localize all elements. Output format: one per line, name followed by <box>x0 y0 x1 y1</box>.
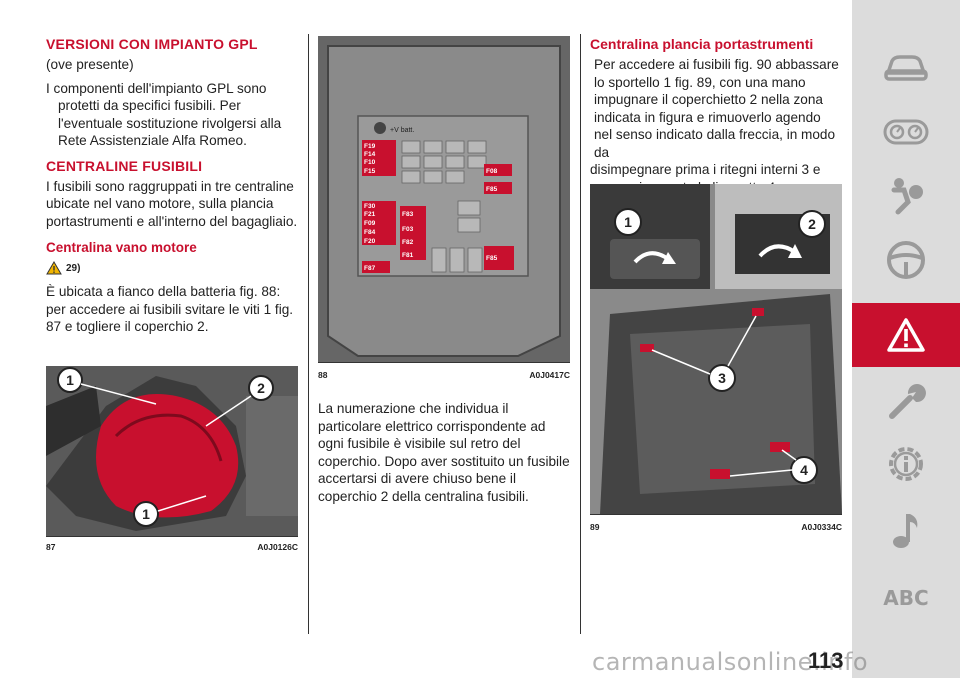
fuse-f21: F21 <box>364 211 376 218</box>
sidebar-item-emergency[interactable] <box>852 303 960 367</box>
callout-3: 3 <box>718 370 726 386</box>
subtitle-dashboard-fuse-box: Centralina plancia portastrumenti <box>590 36 814 52</box>
figure-88-number: 88 <box>318 370 328 380</box>
fuse-f83: F83 <box>402 211 414 218</box>
figure-89-code: A0J0334C <box>801 522 842 532</box>
figure-89-number: 89 <box>590 522 600 532</box>
fuse-f87: F87 <box>364 265 376 272</box>
callout-4: 4 <box>800 462 808 478</box>
callout-1: 1 <box>624 214 632 230</box>
dashboard-gauges-icon <box>883 119 929 145</box>
figure-88-caption: 88 A0J0417C <box>318 370 570 380</box>
subtitle-engine-fuse-box: Centralina vano motore <box>46 240 197 255</box>
warning-ref-number: 29) <box>66 262 81 274</box>
airbag-person-icon <box>891 178 923 215</box>
fuse-f30: F30 <box>364 203 376 210</box>
fuse-f03: F03 <box>402 226 414 233</box>
fuse-f14: F14 <box>364 151 376 158</box>
column-divider-2 <box>580 34 581 634</box>
fuse-f10: F10 <box>364 159 376 166</box>
fuse-f85-bottom: F85 <box>486 255 498 262</box>
engine-fuse-paragraph: È ubicata a fianco della batteria fig. 8… <box>46 284 294 334</box>
steering-wheel-icon <box>887 241 925 279</box>
fuse-f84: F84 <box>364 229 376 236</box>
column-3: Centralina plancia portastrumenti Per ac… <box>590 36 842 202</box>
section-title-gpl: VERSIONI CON IMPIANTO GPL <box>46 36 258 52</box>
sidebar-item-safety[interactable] <box>852 164 960 228</box>
fuse-f09: F09 <box>364 220 376 227</box>
figure-87-code: A0J0126C <box>257 542 298 552</box>
callout-2: 2 <box>257 380 265 396</box>
chapter-sidebar: ABC <box>852 0 960 678</box>
watermark: carmanualsonline.info <box>592 648 869 676</box>
callout-1-bottom: 1 <box>142 506 150 522</box>
fuse-intro-paragraph: I fusibili sono raggruppati in tre centr… <box>46 178 298 229</box>
vbatt-label: +V batt. <box>390 127 414 134</box>
column-1: VERSIONI CON IMPIANTO GPL (ove presente)… <box>46 36 298 342</box>
presence-note: (ove presente) <box>46 57 134 72</box>
gpl-intro-paragraph: I componenti dell'impianto GPL sono prot… <box>46 80 282 149</box>
warning-triangle-icon <box>887 318 925 352</box>
dashboard-paragraph-1: Per accedere ai fusibili fig. 90 abbassa… <box>594 57 839 160</box>
sidebar-item-driving[interactable] <box>852 228 960 292</box>
fuse-f86: F85 <box>486 186 498 193</box>
wrench-icon <box>889 384 926 419</box>
figure-87-image: 1 2 1 <box>46 366 298 537</box>
sidebar-item-multimedia[interactable] <box>852 498 960 562</box>
figure-89-image: 1 2 3 4 <box>590 184 842 515</box>
fuse-f20: F20 <box>364 238 376 245</box>
section-title-fuse-boxes: CENTRALINE FUSIBILI <box>46 157 203 174</box>
info-gear-icon <box>889 447 923 481</box>
figure-89-caption: 89 A0J0334C <box>590 522 842 532</box>
page-number: 113 <box>808 648 844 673</box>
column-2-text: La numerazione che individua il particol… <box>318 400 570 511</box>
warning-reference: 29) <box>46 261 298 275</box>
sidebar-item-dashboard[interactable] <box>852 100 960 164</box>
sidebar-item-maintenance[interactable] <box>852 368 960 432</box>
column-divider-1 <box>308 34 309 634</box>
figure-88-code: A0J0417C <box>529 370 570 380</box>
car-icon <box>884 55 928 81</box>
sidebar-item-technical-data[interactable] <box>852 432 960 496</box>
abc-label: ABC <box>883 586 929 610</box>
sidebar-item-car[interactable] <box>852 36 960 100</box>
fuse-f15: F15 <box>364 168 376 175</box>
callout-2: 2 <box>808 216 816 232</box>
figure-87-caption: 87 A0J0126C <box>46 542 298 552</box>
fuse-f81: F81 <box>402 252 414 259</box>
fuse-f08: F08 <box>486 168 498 175</box>
callout-1-top: 1 <box>66 372 74 388</box>
fuse-f82: F82 <box>402 239 414 246</box>
figure-87-number: 87 <box>46 542 56 552</box>
sidebar-item-index[interactable]: ABC <box>852 566 960 630</box>
fuse-numbering-paragraph: La numerazione che individua il particol… <box>318 401 570 504</box>
fuse-f19: F19 <box>364 143 376 150</box>
figure-88-image: +V batt. F19 F14 F10 F15 F08 F85 F30 F21 <box>318 36 570 363</box>
music-note-icon <box>893 514 918 548</box>
warning-triangle-icon <box>46 261 62 275</box>
